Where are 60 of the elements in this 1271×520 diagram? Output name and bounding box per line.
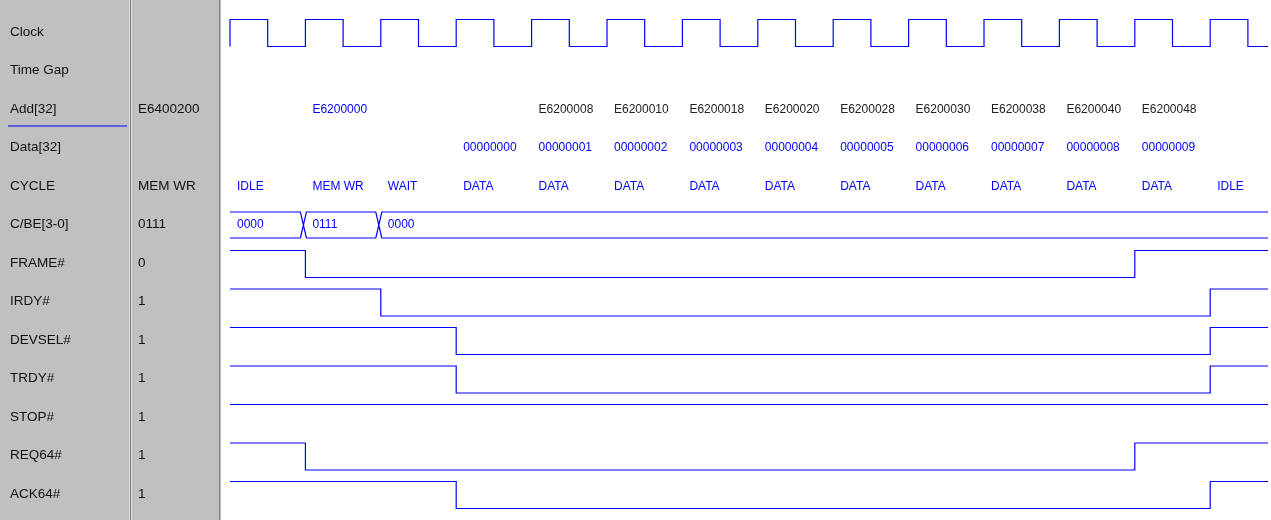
bus-value: E6200028 — [840, 100, 895, 117]
signal-value: 1 — [138, 408, 146, 425]
bus-value: 00000003 — [689, 139, 743, 155]
signal-name: Data[32] — [10, 139, 62, 155]
signal-name: Clock — [10, 23, 44, 40]
bus-value: 0000 — [237, 216, 264, 232]
signal-name: FRAME# — [10, 254, 65, 271]
signal-value: 1 — [138, 293, 146, 309]
cycle-phase-label: WAIT — [387, 177, 418, 194]
bus-value: 00000004 — [764, 139, 819, 155]
signal-value: 0111 — [138, 216, 167, 232]
bus-value: 00000005 — [840, 139, 894, 155]
cycle-phase-label: DATA — [689, 177, 720, 194]
cycle-phase-label: MEM WR — [312, 177, 364, 194]
cycle-phase-label: DATA — [614, 177, 645, 194]
signal-value: 1 — [138, 447, 146, 463]
signal-name: IRDY# — [10, 293, 50, 309]
bus-value: E6200038 — [991, 100, 1046, 117]
signal-value: 0 — [138, 254, 146, 271]
bus-value: 00000008 — [1066, 139, 1120, 155]
cycle-phase-label: DATA — [1141, 177, 1173, 194]
bus-value: 00000000 — [463, 139, 517, 155]
signal-name: Add[32] — [10, 100, 57, 117]
signal-name: STOP# — [10, 408, 55, 425]
cycle-phase-label: DATA — [764, 177, 796, 194]
bus-value: E6200040 — [1066, 100, 1122, 117]
signal-name: CYCLE — [10, 177, 55, 194]
cycle-phase-label: DATA — [840, 177, 871, 194]
bus-value: E6200030 — [915, 100, 971, 117]
signal-name: C/BE[3-0] — [10, 216, 69, 232]
bus-value: E6200020 — [764, 100, 820, 117]
bus-value: 00000007 — [991, 139, 1045, 155]
cycle-phase-label: DATA — [463, 177, 494, 194]
bus-value: 0000 — [387, 216, 415, 232]
bus-value: 00000009 — [1141, 139, 1196, 155]
signal-value: E6400200 — [138, 100, 200, 117]
bus-value: E6200010 — [614, 100, 669, 117]
cycle-phase-label: IDLE — [1217, 177, 1244, 194]
signal-value: 1 — [138, 485, 146, 502]
cycle-phase-label: DATA — [915, 177, 946, 194]
signal-value: MEM WR — [138, 177, 196, 194]
bus-value: E6200018 — [689, 100, 745, 117]
signal-name: DEVSEL# — [10, 331, 71, 348]
cycle-phase-label: DATA — [538, 177, 569, 194]
signal-name: Time Gap — [10, 62, 69, 78]
cycle-phase-label: DATA — [991, 177, 1022, 194]
signal-value: 1 — [138, 370, 146, 386]
bus-value: 0111 — [312, 216, 338, 232]
cycle-phase-label: IDLE — [237, 177, 264, 194]
bus-value: E6200048 — [1141, 100, 1197, 117]
signal-name: TRDY# — [10, 370, 55, 386]
bus-value: 00000006 — [915, 139, 969, 155]
signal-name: REQ64# — [10, 447, 62, 463]
bus-value: 00000002 — [614, 139, 668, 155]
signal-value: 1 — [138, 331, 146, 348]
signal-name: ACK64# — [10, 485, 61, 502]
bus-value: 00000001 — [538, 139, 592, 155]
bus-value: E6200000 — [312, 100, 368, 117]
bus-value: E6200008 — [538, 100, 594, 117]
cycle-phase-label: DATA — [1066, 177, 1097, 194]
